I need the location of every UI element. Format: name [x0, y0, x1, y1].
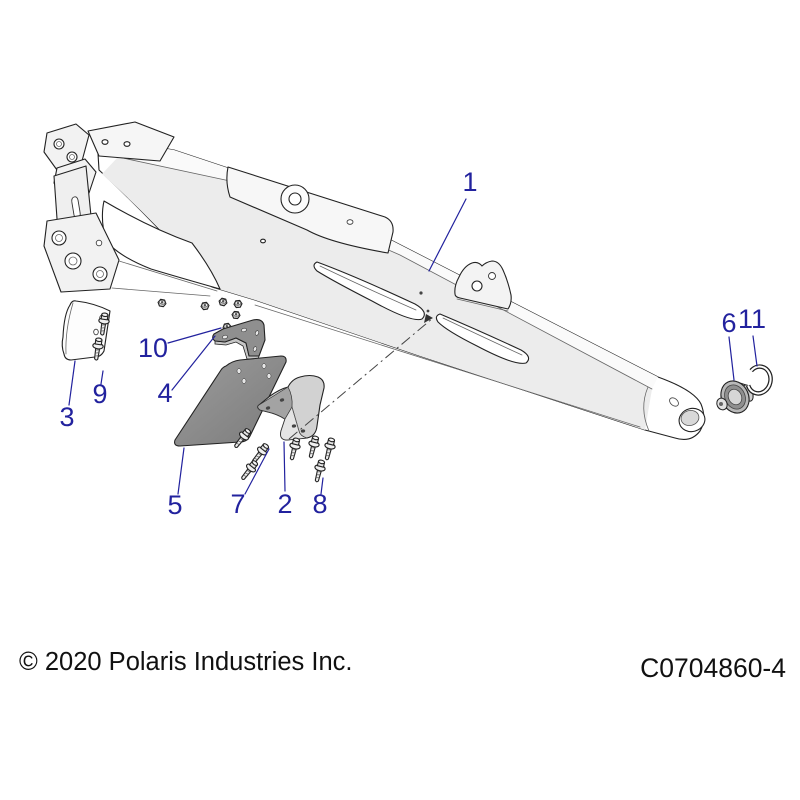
eyelet-bore-inner: [680, 409, 700, 427]
leader-7: [244, 448, 270, 495]
callout-4[interactable]: 4: [157, 378, 172, 408]
leader-lines: [68, 198, 758, 495]
beam-rivet-dot: [419, 291, 423, 295]
beam-top-chamfer: [97, 137, 658, 389]
eyelet-end: [643, 386, 706, 433]
leader-9: [100, 370, 104, 385]
hex-nut: [233, 299, 243, 309]
beam-rivet-dot: [426, 309, 430, 313]
shock-tab-bracket: [454, 260, 512, 312]
front-pivot-bracket: [43, 121, 221, 297]
leader-10: [167, 327, 222, 344]
callouts: 1 2 3 4 5 6 7 8 9 10 11: [59, 167, 766, 520]
callout-9[interactable]: 9: [92, 379, 107, 409]
flange-screw: [320, 436, 338, 462]
callout-8[interactable]: 8: [312, 489, 327, 519]
leader-2: [283, 441, 286, 492]
beam-top-flange: [226, 166, 394, 254]
flange-small-hole: [346, 219, 354, 225]
callout-6[interactable]: 6: [721, 308, 736, 338]
flange-screw: [304, 434, 322, 460]
flange-screw: [237, 457, 261, 483]
v-bracket: [212, 319, 266, 361]
leader-3: [68, 360, 76, 406]
leader-4: [171, 335, 216, 391]
callout-7[interactable]: 7: [230, 489, 245, 519]
flange-screw: [310, 458, 328, 484]
hex-nut: [200, 301, 210, 311]
callout-5[interactable]: 5: [167, 490, 182, 520]
centerline-arrowhead: [424, 314, 433, 323]
beam-small-hole: [260, 238, 266, 244]
leader-1: [428, 198, 467, 272]
hex-nut: [217, 297, 229, 307]
part8-screws: [285, 434, 338, 484]
trailing-arm-drawing: [43, 121, 706, 440]
eyelet-chamfer-mark: [669, 397, 679, 407]
leader-5: [177, 447, 185, 495]
leader-6: [728, 336, 735, 381]
assembly-centerline: [288, 317, 434, 440]
flange-boss-hole: [288, 192, 302, 206]
copyright-text: © 2020 Polaris Industries Inc.: [19, 648, 352, 676]
snap-ring: [745, 364, 773, 396]
lower-arm-lines: [111, 260, 218, 297]
callout-10[interactable]: 10: [138, 333, 168, 363]
slot-b-shadow: [442, 317, 523, 356]
part10-nuts: [156, 297, 243, 332]
bracket-hole: [471, 280, 483, 292]
callout-11[interactable]: 11: [738, 304, 766, 334]
pivot-bushing: [716, 380, 754, 414]
slot-a-shadow: [319, 265, 417, 311]
part-number-text: C0704860-4: [640, 653, 786, 683]
leader-11: [752, 335, 758, 367]
callout-2[interactable]: 2: [277, 489, 292, 519]
yoke-plate: [87, 121, 175, 162]
hex-nut: [156, 298, 168, 308]
beam-bottom-line: [254, 304, 641, 428]
callout-3[interactable]: 3: [59, 402, 74, 432]
callout-1[interactable]: 1: [462, 167, 477, 197]
leader-8: [320, 477, 324, 495]
hex-nut: [231, 310, 241, 320]
lightening-slot-b: [435, 313, 530, 364]
flange-screw: [285, 436, 303, 462]
bracket-hole: [488, 272, 496, 280]
shield-plate: [174, 355, 287, 447]
